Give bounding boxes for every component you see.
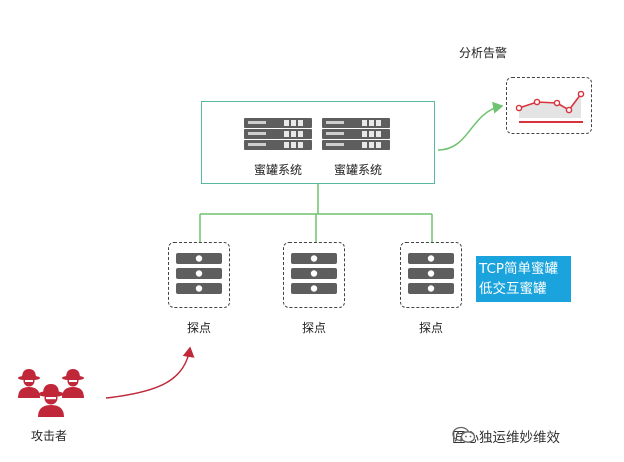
probe-label-3: 探点 — [419, 321, 444, 335]
alert-arrow — [437, 101, 504, 151]
probe-server-icon — [291, 253, 337, 294]
probe-box-3 — [400, 242, 462, 308]
probe-box-1 — [168, 242, 230, 308]
tcp-line-2: 低交互蜜罐 — [479, 281, 547, 297]
attacker-label: 攻击者 — [31, 429, 68, 443]
watermark-text: 匠心独运维妙维效 — [452, 430, 560, 446]
alert-chart-box — [506, 77, 592, 134]
server-rack-icon — [244, 118, 312, 150]
probe-server-icon — [408, 253, 454, 294]
probe-server-icon — [176, 253, 222, 294]
tcp-line-1: TCP简单蜜罐 — [479, 261, 559, 277]
watermark: 匠心独运维妙维效 — [452, 426, 560, 446]
tcp-honeypot-box: TCP简单蜜罐 低交互蜜罐 — [476, 256, 571, 302]
alert-label: 分析告警 — [459, 46, 508, 60]
honeypot-system-frame — [201, 101, 435, 184]
probe-box-2 — [283, 242, 345, 308]
probe-label-1: 探点 — [187, 321, 212, 335]
honeypot-label-2: 蜜罐系统 — [334, 163, 383, 177]
honeypot-label-1: 蜜罐系统 — [254, 163, 303, 177]
server-rack-icon — [322, 118, 390, 150]
hacker-icon — [18, 369, 84, 417]
probe-label-2: 探点 — [302, 321, 327, 335]
wechat-icon — [452, 426, 476, 443]
alert-chart-icon — [515, 90, 585, 123]
attack-arrow — [105, 346, 195, 399]
